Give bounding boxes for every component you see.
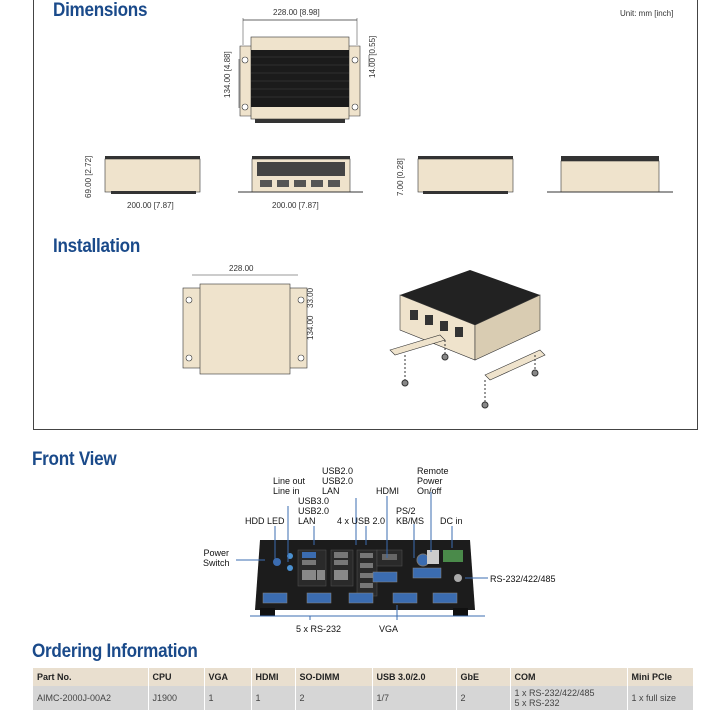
label-remote-power: Remote Power On/off [417,466,449,496]
dim-side-width: 200.00 [7.87] [127,201,174,210]
table-row: AIMC-2000J-00A2 J1900 1 1 2 1/7 2 1 x RS… [33,686,694,710]
header-hdmi: HDMI [251,668,296,686]
table-header-row: Part No. CPU VGA HDMI SO-DIMM USB 3.0/2.… [33,668,694,686]
dim-top-tab: 14.00 [0.55] [368,35,377,78]
label-ps2: PS/2 KB/MS [396,506,425,526]
label-usb3-lan: USB3.0 USB2.0 LAN [298,496,330,526]
header-gbe: GbE [456,668,511,686]
side-view-left [104,156,201,194]
top-view-drawing [238,18,370,123]
cell-mini-pcie: 1 x full size [627,686,694,710]
side-view-right [417,156,514,194]
cell-part-no: AIMC-2000J-00A2 [33,686,149,710]
header-usb: USB 3.0/2.0 [372,668,457,686]
front-panel-photo [255,540,475,616]
label-power-switch: Power Switch [203,548,230,568]
callout-lines [236,492,488,620]
dim-foot-height: 7.00 [0.28] [396,158,405,196]
dimensions-frame [33,0,698,430]
label-4x-usb2: 4 x USB 2.0 [337,516,386,526]
cell-so-dimm: 2 [295,686,373,710]
label-rs232-422-485: RS-232/422/485 [490,574,556,584]
cell-com: 1 x RS-232/422/485 5 x RS-232 [510,686,628,710]
label-vga: VGA [379,624,399,634]
install-width: 228.00 [229,264,254,273]
dim-top-height: 134.00 [4.88] [223,51,232,98]
installation-heading: Installation [53,236,141,257]
label-line-out-in: Line out Line in [273,476,306,496]
dimensions-heading: Dimensions [53,0,148,21]
header-cpu: CPU [148,668,205,686]
label-5x-rs232: 5 x RS-232 [296,624,342,634]
header-com: COM [510,668,628,686]
dim-top-width: 228.00 [8.98] [273,8,320,17]
label-hdd-led: HDD LED [245,516,285,526]
dim-front-width: 200.00 [7.87] [272,201,319,210]
label-hdmi: HDMI [376,486,399,496]
header-mini-pcie: Mini PCIe [627,668,694,686]
ordering-heading: Ordering Information [32,641,198,662]
header-vga: VGA [204,668,252,686]
cell-hdmi: 1 [251,686,296,710]
header-so-dimm: SO-DIMM [295,668,373,686]
header-part-no: Part No. [33,668,149,686]
dim-side-height: 69.00 [2.72] [84,155,93,198]
rear-view [547,156,673,193]
cell-vga: 1 [204,686,252,710]
side-views-drawing [104,156,673,194]
unit-label: Unit: mm [inch] [620,9,674,18]
cell-gbe: 2 [456,686,511,710]
cell-usb: 1/7 [372,686,457,710]
front-view-heading: Front View [32,449,117,470]
label-usb2-lan: USB2.0 USB2.0 LAN [322,466,354,496]
cell-cpu: J1900 [148,686,205,710]
label-dc-in: DC in [440,516,463,526]
ordering-table: Part No. CPU VGA HDMI SO-DIMM USB 3.0/2.… [33,668,694,710]
install-iso-drawing [389,270,546,409]
front-view-small [238,156,363,193]
install-top-drawing [182,274,308,375]
